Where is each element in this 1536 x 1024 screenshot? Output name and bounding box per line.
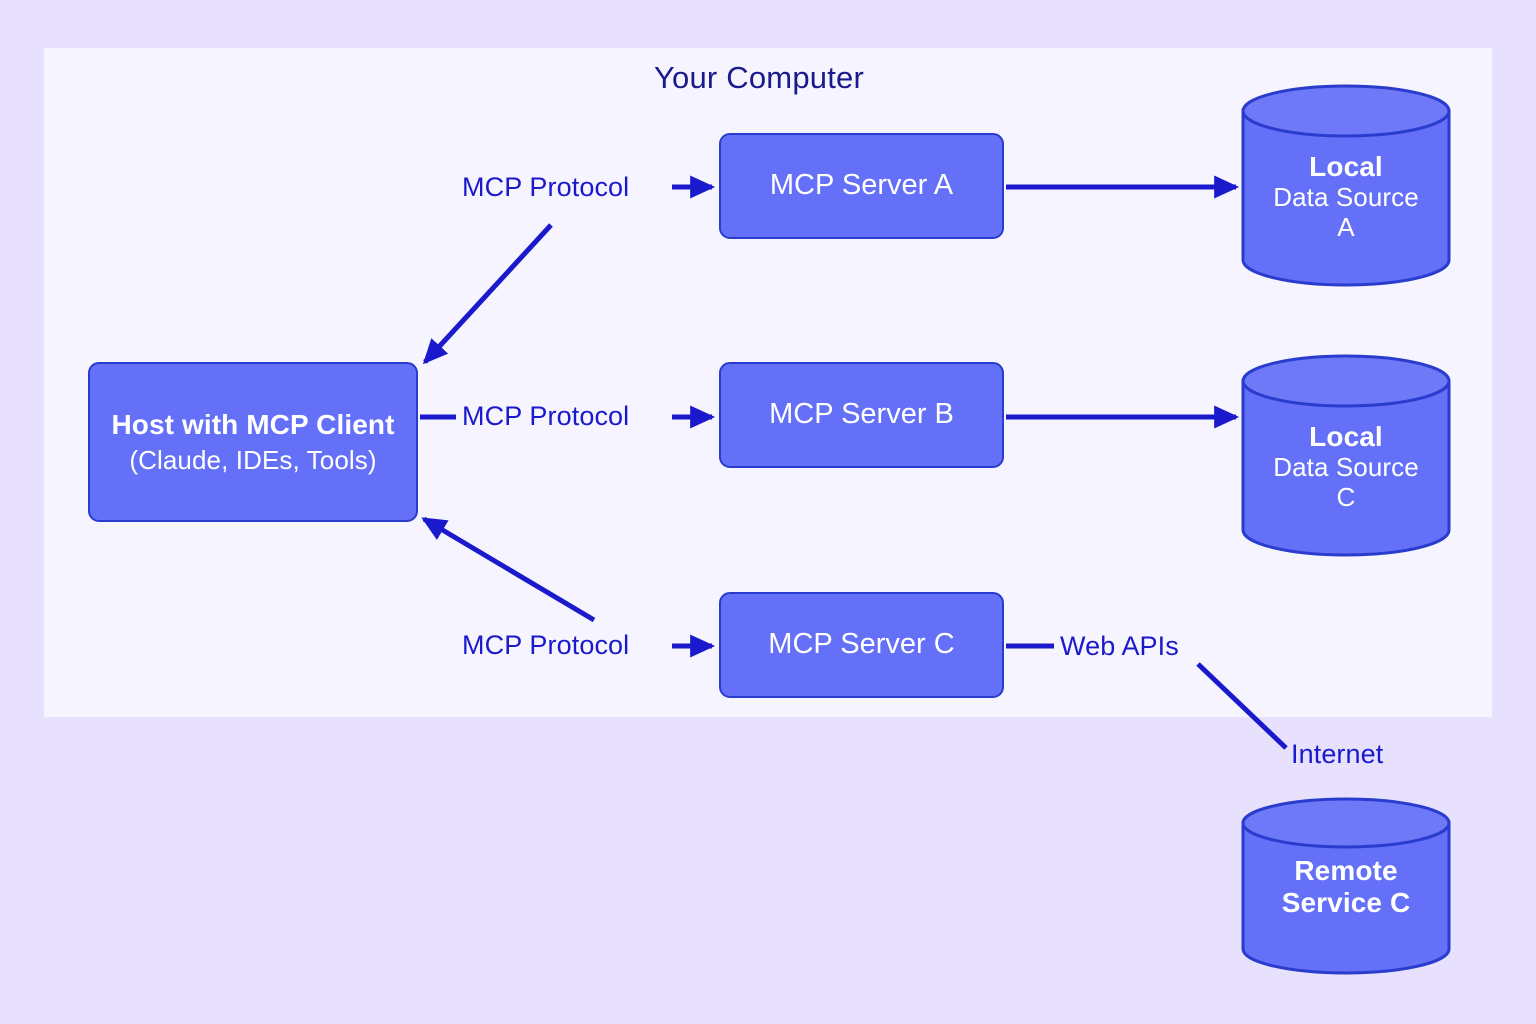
node-label-line1: Local (1309, 421, 1383, 452)
node-label-line2: Data Source (1273, 452, 1419, 483)
node-label-group: Remote Service C (1240, 855, 1452, 919)
node-label-line2: Service C (1281, 887, 1411, 919)
host-title: Host with MCP Client (111, 409, 395, 441)
node-label: MCP Server A (769, 169, 954, 202)
node-mcp-server-a[interactable]: MCP Server A (719, 133, 1004, 239)
node-label: MCP Server B (769, 398, 954, 431)
cylinder-shape (1241, 797, 1451, 975)
node-remote-service-c[interactable]: Remote Service C (1240, 797, 1452, 975)
node-label-line1: Local (1309, 151, 1383, 182)
edge-label-web-apis: Web APIs (1060, 631, 1179, 661)
node-label-line3: A (1337, 212, 1355, 243)
node-local-data-source-a[interactable]: Local Data Source A (1240, 83, 1452, 288)
node-mcp-server-b[interactable]: MCP Server B (719, 362, 1004, 468)
node-label-group: Local Data Source C (1240, 421, 1452, 513)
node-label: MCP Server C (768, 628, 955, 661)
cylinder-shape (1241, 84, 1451, 287)
node-mcp-server-c[interactable]: MCP Server C (719, 592, 1004, 698)
node-host-with-mcp-client[interactable]: Host with MCP Client (Claude, IDEs, Tool… (88, 362, 418, 522)
node-label-line2: Data Source (1273, 182, 1419, 213)
node-label-line1: Remote (1294, 855, 1398, 886)
cylinder-shape (1241, 354, 1451, 557)
node-label-line3: C (1336, 482, 1356, 513)
node-local-data-source-c[interactable]: Local Data Source C (1240, 353, 1452, 558)
edge-label-protocol-b: MCP Protocol (462, 401, 630, 431)
host-subtitle: (Claude, IDEs, Tools) (129, 444, 377, 475)
page-title: Your Computer (654, 60, 864, 95)
node-label-group: Local Data Source A (1240, 151, 1452, 243)
edge-label-protocol-c: MCP Protocol (462, 630, 630, 660)
edge-label-internet: Internet (1291, 739, 1384, 769)
edge-label-protocol-a: MCP Protocol (462, 172, 630, 202)
